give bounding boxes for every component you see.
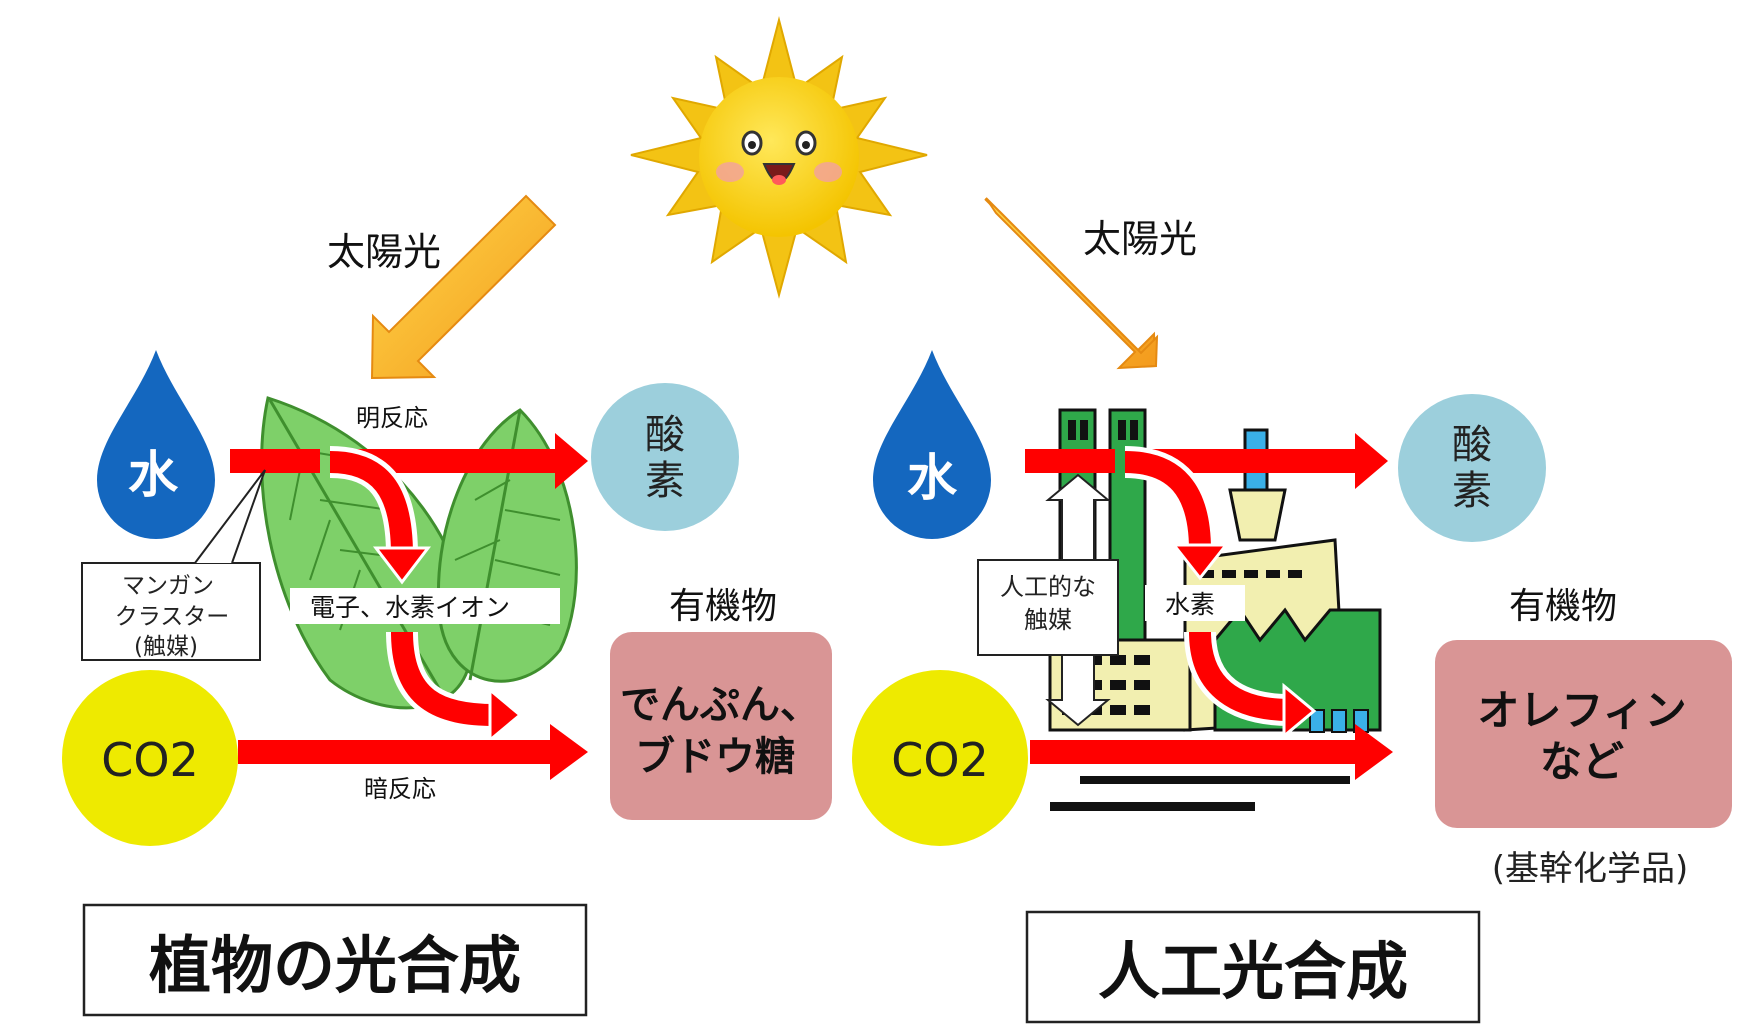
product-box-left — [610, 632, 832, 820]
oxygen-circle-left — [591, 383, 739, 531]
water-label-left: 水 — [128, 446, 179, 504]
dark-reaction-arrow-right — [1030, 724, 1393, 780]
title-box-right — [1025, 910, 1481, 1024]
sunlight-arrow-left — [370, 194, 557, 380]
curved-arrow-hydrogen — [1124, 446, 1230, 581]
leaf-illustration — [260, 396, 578, 710]
oxygen-label-right-2: 素 — [1452, 468, 1492, 514]
co2-circle-left — [62, 670, 238, 846]
water-drop-icon-left — [97, 350, 215, 539]
curved-arrow-right-dark — [1184, 631, 1317, 740]
curved-arrow-dark — [386, 631, 523, 744]
water-drop-icon-right — [873, 350, 991, 539]
light-reaction-arrow-left — [230, 433, 588, 489]
product-label-right-1: オレフィン — [1477, 686, 1686, 735]
co2-circle-right — [852, 670, 1028, 846]
light-reaction-arrow-right — [1025, 433, 1388, 489]
sunlight-arrow-right — [984, 197, 1159, 370]
catalyst-label-left-1: マンガン — [122, 573, 214, 599]
organic-label-right: 有機物 — [1509, 586, 1617, 627]
product-label-right-2: など — [1540, 737, 1624, 786]
dark-reaction-arrow-left — [238, 724, 588, 780]
water-label-right: 水 — [907, 449, 958, 507]
oxygen-label-right-1: 酸 — [1452, 422, 1492, 468]
light-reaction-label: 明反応 — [356, 404, 428, 432]
title-left: 植物の光合成 — [149, 929, 521, 1002]
catalyst-callout-left — [81, 469, 266, 661]
sunlight-label-right: 太陽光 — [1083, 217, 1197, 261]
product-label-left-2: ブドウ糖 — [635, 734, 795, 780]
electrons-label-bg — [290, 588, 560, 624]
sunlight-label-left: 太陽光 — [327, 230, 441, 274]
oxygen-label-left-2: 素 — [645, 458, 685, 504]
title-right: 人工光合成 — [1098, 935, 1408, 1008]
catalyst-label-left-3: (触媒) — [134, 634, 198, 660]
oxygen-circle-right — [1398, 394, 1546, 542]
co2-label-left: CO2 — [101, 733, 199, 787]
curved-arrow-electrons — [329, 446, 432, 585]
oxygen-label-left-1: 酸 — [645, 412, 685, 458]
sun-icon — [630, 16, 928, 299]
product-box-right — [1435, 640, 1732, 828]
electrons-label: 電子、水素イオン — [310, 593, 510, 622]
hydrogen-label: 水素 — [1165, 590, 1215, 619]
dark-reaction-label: 暗反応 — [364, 775, 436, 803]
double-arrow-catalyst — [977, 473, 1119, 727]
title-box-left — [82, 903, 588, 1017]
co2-label-right: CO2 — [891, 733, 989, 787]
organic-label-left: 有機物 — [669, 586, 777, 627]
hydrogen-label-bg — [1145, 585, 1245, 621]
catalyst-label-left-2: クラスター — [115, 604, 230, 630]
product-label-left-1: でんぷん、 — [620, 682, 820, 728]
catalyst-label-right-1: 人工的な — [1000, 573, 1096, 601]
product-note-right: (基幹化学品) — [1492, 849, 1689, 889]
catalyst-label-right-2: 触媒 — [1024, 606, 1072, 634]
